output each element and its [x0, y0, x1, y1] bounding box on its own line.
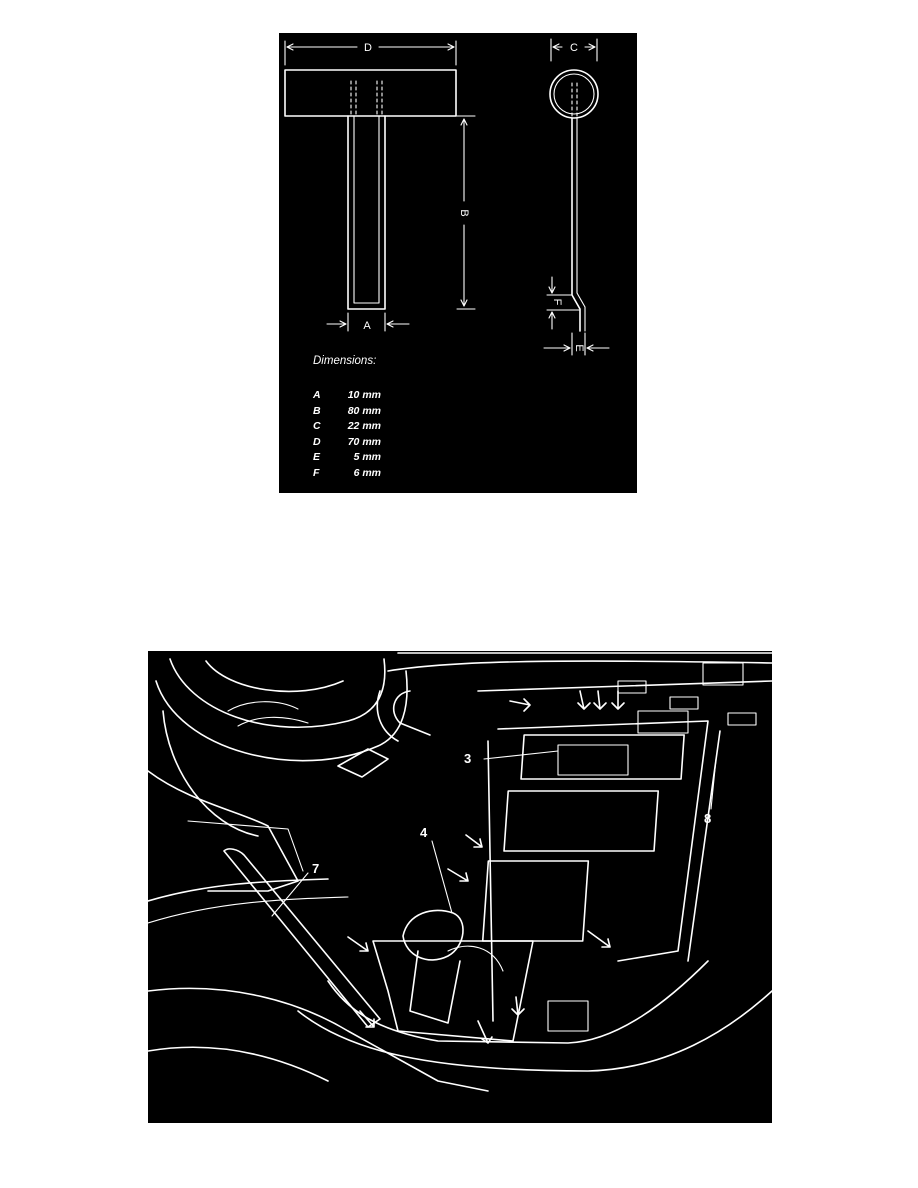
dimension-row: A 10 mm — [313, 389, 381, 405]
dimensions-title: Dimensions: — [313, 355, 377, 367]
handbrake-lever — [223, 848, 381, 1028]
dimension-value: 10 mm — [347, 389, 381, 401]
leader-line-7 — [271, 872, 309, 917]
dimension-e-line — [543, 332, 610, 356]
leader-line-8 — [710, 758, 717, 810]
steering-wheel — [155, 658, 408, 762]
arrow-icon — [347, 936, 369, 952]
dashboard-top-right — [376, 652, 772, 742]
tool-handle-side-view — [549, 69, 599, 119]
tool-wire-shaft-inner — [353, 115, 380, 304]
dimension-key: A — [313, 389, 321, 401]
callout-7: 7 — [312, 861, 319, 876]
arrow-icon — [577, 690, 591, 710]
tool-wire-side-view — [571, 117, 581, 332]
dimension-row: C 22 mm — [313, 420, 381, 436]
arrow-icon — [511, 996, 525, 1016]
switch-panel — [637, 710, 689, 734]
dimension-key: D — [313, 435, 321, 448]
dimension-key: C — [313, 420, 321, 432]
dimension-value: 5 mm — [353, 451, 381, 463]
arrow-icon — [477, 1020, 493, 1044]
leader-line-4 — [431, 840, 453, 914]
dimension-key: F — [313, 466, 320, 479]
switch-block — [547, 1000, 589, 1032]
label-c: C — [570, 42, 578, 54]
tool-handle-side-inner — [553, 73, 595, 115]
dimension-value: 6 mm — [353, 466, 381, 479]
tool-handle — [284, 69, 457, 117]
console-cover-panel — [481, 860, 590, 942]
arrow-icon — [359, 1010, 375, 1028]
lower-console — [148, 960, 772, 1092]
label-f: F — [551, 299, 563, 306]
vent-icon — [727, 712, 757, 726]
vent-icon — [669, 696, 699, 710]
gear-shifter — [372, 909, 534, 1042]
dimension-b-line — [456, 115, 476, 310]
dimension-value: 22 mm — [347, 420, 381, 432]
center-console-illustration: 3 4 7 8 — [148, 651, 772, 1123]
dimension-value: 70 mm — [347, 435, 381, 448]
arrow-icon — [587, 930, 611, 948]
label-d: D — [364, 42, 372, 54]
dimension-f-line — [546, 276, 580, 330]
label-b: B — [458, 209, 470, 216]
dimension-row: B 80 mm — [313, 405, 381, 421]
dimension-d-line — [284, 40, 457, 66]
dimension-row: D 70 mm — [313, 436, 381, 452]
storage-compartment — [503, 790, 660, 852]
arrow-icon — [465, 834, 483, 848]
arrow-icon — [593, 690, 607, 710]
tool-wire-side-inner — [576, 117, 586, 332]
dimension-a-line — [326, 312, 410, 332]
clip-arrows — [347, 690, 625, 1044]
dimension-key: B — [313, 404, 321, 417]
arrow-icon — [611, 690, 625, 710]
radio-unit — [520, 734, 685, 780]
dimension-row: F 6 mm — [313, 467, 381, 483]
console-drawing-svg: 3 4 7 8 — [148, 652, 772, 1092]
leader-line-3 — [483, 750, 559, 760]
label-a: A — [363, 320, 371, 332]
label-e: E — [573, 344, 585, 351]
dimension-c-line — [550, 38, 598, 62]
arrow-icon — [447, 868, 469, 882]
tool-wire-shaft — [347, 115, 386, 310]
vent-icon — [617, 680, 647, 694]
dimension-row: E 5 mm — [313, 451, 381, 467]
dimension-key: E — [313, 451, 321, 463]
dash-panel-box — [702, 662, 744, 686]
callout-4: 4 — [420, 825, 428, 840]
center-stack — [481, 710, 721, 1022]
radio-display — [557, 744, 629, 776]
callout-8: 8 — [704, 811, 711, 826]
tool-drawing-svg: D B A — [284, 38, 610, 356]
dashboard-left — [148, 710, 349, 924]
callout-3: 3 — [464, 751, 471, 766]
pedal — [337, 748, 389, 778]
dimension-value: 80 mm — [347, 404, 381, 417]
tool-dimension-drawing: D B A — [279, 33, 637, 493]
arrow-icon — [509, 698, 531, 712]
